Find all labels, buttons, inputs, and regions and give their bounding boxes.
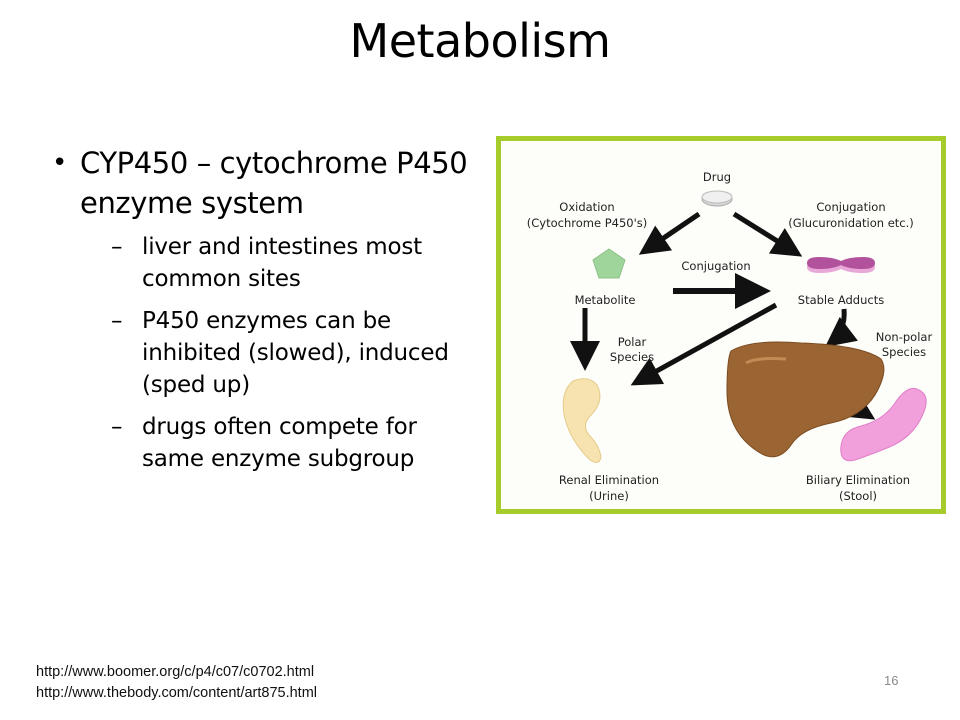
label-conjugation-top-1: Conjugation [816,200,885,214]
page-number: 16 [884,673,899,688]
intestine-icon [840,387,927,462]
label-conjugation-top-2: (Glucuronidation etc.) [788,216,914,230]
diagram-canvas: Drug Oxidation (Cytochrome P450's) Conju… [527,170,933,503]
slide-title: Metabolism [349,14,611,68]
main-bullet-text: CYP450 – cytochrome P450 enzyme system [80,146,468,220]
sub-bullet-text: P450 enzymes can be inhibited (slowed), … [142,308,449,398]
bullet-dot-icon: • [52,148,67,178]
label-conjugation-mid: Conjugation [681,259,750,273]
arrow-adducts-to-renal [630,302,778,386]
label-drug: Drug [703,170,731,184]
sub-bullet-text: liver and intestines most common sites [142,234,422,292]
kidney-icon [562,378,602,463]
label-polar-1: Polar [618,335,647,349]
arrow-drug-to-metabolite [638,211,701,255]
label-biliary-1: Biliary Elimination [806,473,910,487]
main-bullet: • CYP450 – cytochrome P450 enzyme system [52,143,476,223]
dash-icon: – [111,234,123,260]
metabolism-diagram: Drug Oxidation (Cytochrome P450's) Conju… [496,136,946,514]
reference-link[interactable]: http://www.boomer.org/c/p4/c07/c0702.htm… [36,664,315,680]
sub-bullet: – P450 enzymes can be inhibited (slowed)… [111,305,476,401]
pentagon-metabolite-icon [592,248,626,279]
label-nonpolar-1: Non-polar [876,330,933,344]
reference-link[interactable]: http://www.thebody.com/content/art875.ht… [36,685,318,701]
references: http://www.boomer.org/c/p4/c07/c0702.htm… [36,662,317,704]
label-stable-adducts: Stable Adducts [798,293,884,307]
sub-bullet-text: drugs often compete for same enzyme subg… [142,414,417,472]
label-renal-1: Renal Elimination [559,473,659,487]
label-biliary-2: (Stool) [839,489,877,503]
liver-icon [726,341,885,458]
label-oxidation-2: (Cytochrome P450's) [527,216,647,230]
bullet-list: • CYP450 – cytochrome P450 enzyme system… [52,143,476,485]
label-polar-2: Species [610,350,654,364]
liver-highlight [745,357,787,365]
sub-bullet-list: – liver and intestines most common sites… [56,231,476,475]
sub-bullet: – liver and intestines most common sites [111,231,476,295]
adduct-icon [807,257,875,273]
pill-icon [701,190,733,207]
dash-icon: – [111,308,123,334]
arrow-adducts-to-liver [825,308,858,348]
label-renal-2: (Urine) [589,489,629,503]
dash-icon: – [111,414,123,440]
label-nonpolar-2: Species [882,345,926,359]
label-metabolite: Metabolite [575,293,636,307]
sub-bullet: – drugs often compete for same enzyme su… [111,411,476,475]
label-oxidation-1: Oxidation [559,200,614,214]
arrow-drug-to-adducts [732,211,803,257]
